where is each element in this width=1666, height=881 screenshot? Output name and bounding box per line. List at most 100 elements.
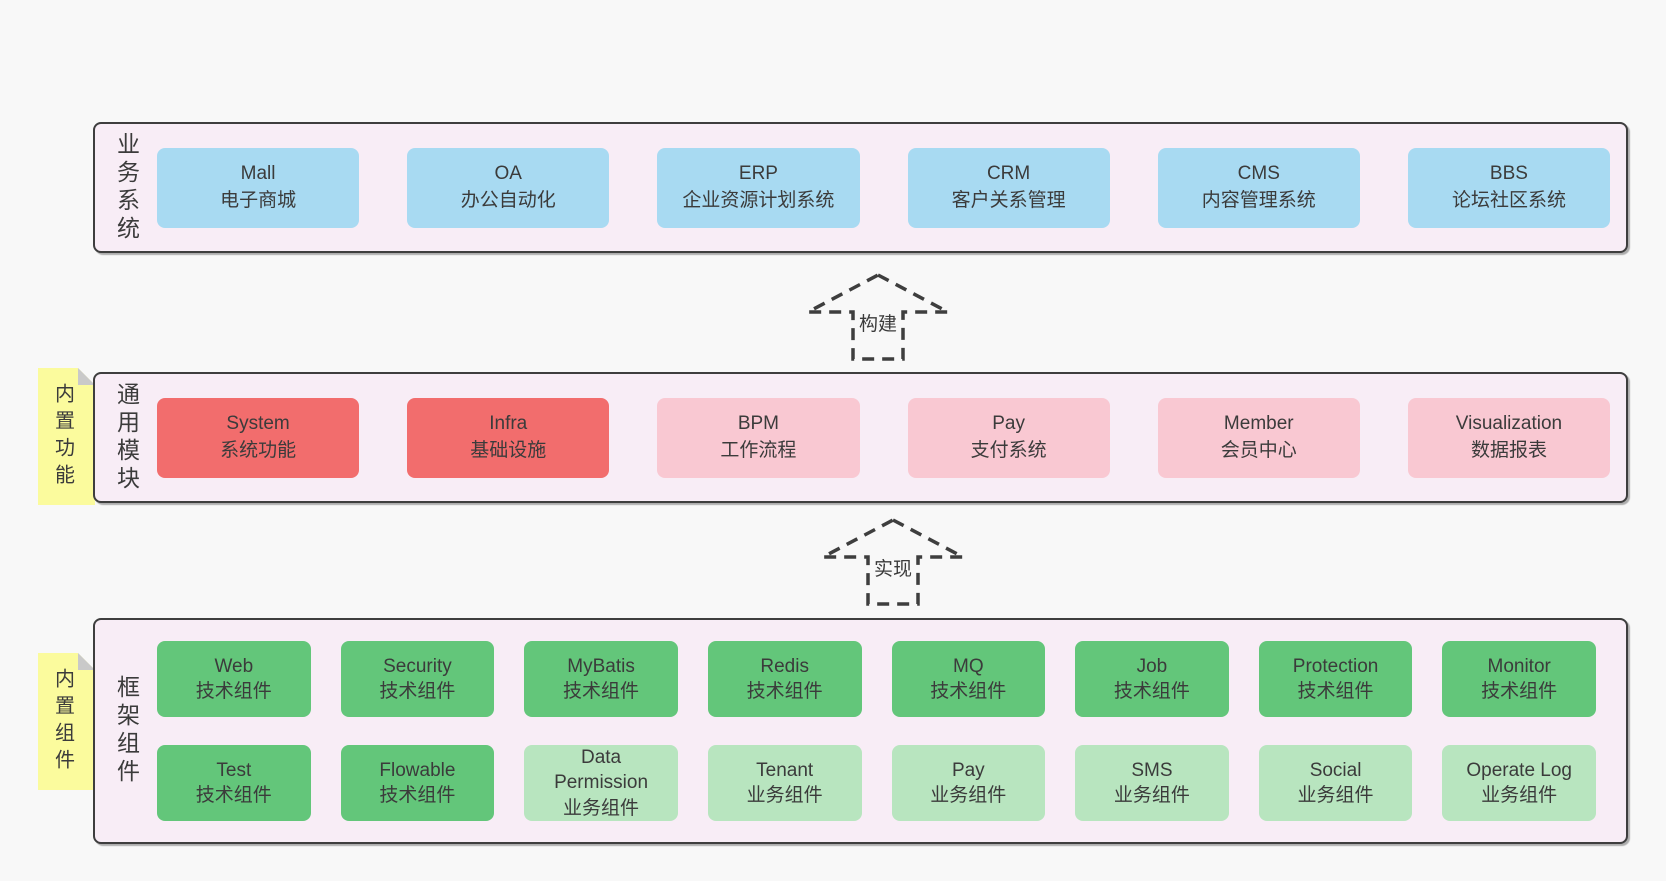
box-title: Tenant: [756, 759, 814, 781]
box-subtitle: 技术组件: [1481, 681, 1558, 702]
box-subtitle: 技术组件: [563, 681, 640, 702]
box-sms: SMS 业务组件: [1075, 745, 1229, 821]
box-operate-log: Operate Log 业务组件: [1442, 745, 1596, 821]
box-subtitle: 技术组件: [1113, 681, 1190, 702]
box-mq: MQ 技术组件: [891, 641, 1046, 717]
box-title: MQ: [953, 655, 984, 677]
box-title: System: [226, 412, 290, 434]
note-label: 内置功能: [51, 382, 74, 491]
box-title: Pay: [992, 412, 1025, 434]
section-label: 通用模块: [113, 381, 140, 494]
section-common-modules: 通用模块 System 系统功能 Infra 基础设施 BPM 工作流程 Pay 支付系统 Me…: [93, 372, 1628, 503]
arrow-build-outline: [807, 273, 949, 361]
box-subtitle: 数据报表: [1470, 439, 1547, 461]
box-subtitle: 技术组件: [379, 681, 456, 702]
note-built-in-components: 内置组件: [38, 653, 95, 790]
box-title: Monitor: [1487, 655, 1551, 677]
box-title: Test: [216, 759, 252, 781]
box-protection: Protection 技术组件: [1258, 641, 1413, 717]
arrow-implement-label: 实现: [874, 558, 912, 580]
box-title: MyBatis: [567, 655, 635, 677]
box-title: Job: [1136, 655, 1168, 677]
box-title: Visualization: [1455, 412, 1563, 434]
box-system: System 系统功能: [157, 397, 360, 478]
section-label: 业务系统: [113, 131, 140, 244]
box-monitor: Monitor 技术组件: [1442, 641, 1596, 717]
box-redis: Redis 技术组件: [707, 641, 862, 717]
box-title: Pay: [951, 759, 985, 781]
box-title: Social: [1309, 759, 1362, 781]
box-member: Member 会员中心: [1157, 397, 1360, 478]
box-test: Test 技术组件: [157, 745, 311, 821]
box-infra: Infra 基础设施: [407, 397, 610, 478]
box-mall: Mall 电子商城: [157, 147, 360, 228]
section-label-wrap: 框架组件: [95, 620, 157, 842]
box-title: Infra: [489, 412, 528, 434]
box-subtitle: 技术组件: [1297, 681, 1374, 702]
box-title: Protection: [1292, 655, 1379, 677]
box-subtitle: 电子商城: [220, 189, 297, 211]
box-subtitle: 技术组件: [930, 681, 1007, 702]
box-pay: Pay 业务组件: [891, 745, 1046, 821]
section-rows: System 系统功能 Infra 基础设施 BPM 工作流程 Pay 支付系统 Member 会…: [157, 374, 1611, 501]
section-label-wrap: 通用模块: [95, 374, 157, 501]
box-pay: Pay 支付系统: [907, 397, 1110, 478]
arrow-build: 构建: [807, 273, 949, 361]
box-subtitle: 技术组件: [379, 785, 456, 806]
box-title: Mall: [240, 162, 276, 184]
box-subtitle: 技术组件: [746, 681, 823, 702]
box-title: Security: [383, 655, 452, 677]
box-flowable: Flowable 技术组件: [340, 745, 495, 821]
box-subtitle: 业务组件: [1297, 785, 1374, 806]
box-title: OA: [494, 162, 522, 184]
section-label-wrap: 业务系统: [95, 124, 157, 251]
box-title: SMS: [1131, 759, 1173, 781]
box-subtitle: 支付系统: [970, 439, 1047, 461]
box-title: BPM: [737, 412, 780, 434]
box-subtitle: 技术组件: [195, 785, 272, 806]
box-title: Member: [1223, 412, 1294, 434]
box-crm: CRM 客户关系管理: [907, 147, 1110, 228]
box-mybatis: MyBatis 技术组件: [524, 641, 678, 717]
note-built-in-features: 内置功能: [38, 368, 95, 505]
box-subtitle: 客户关系管理: [951, 189, 1066, 211]
box-title: CRM: [986, 162, 1031, 184]
box-subtitle: 会员中心: [1220, 439, 1297, 461]
box-subtitle: 业务组件: [1481, 785, 1558, 806]
arrow-implement: 实现: [822, 518, 964, 606]
box-web: Web 技术组件: [157, 641, 311, 717]
box-security: Security 技术组件: [340, 641, 495, 717]
box-subtitle: 业务组件: [746, 785, 823, 806]
box-subtitle: 业务组件: [1113, 785, 1190, 806]
box-title: Web: [214, 655, 254, 677]
box-title: Flowable: [379, 759, 456, 781]
box-social: Social 业务组件: [1258, 745, 1413, 821]
arrow-build-label: 构建: [859, 313, 897, 335]
box-title: Redis: [760, 655, 809, 677]
section-label: 框架组件: [113, 675, 140, 787]
box-subtitle: 业务组件: [930, 785, 1007, 806]
box-subtitle: 论坛社区系统: [1451, 189, 1566, 211]
box-tenant: Tenant 业务组件: [707, 745, 862, 821]
box-title: Operate Log: [1466, 759, 1572, 781]
box-subtitle: 工作流程: [720, 439, 797, 461]
box-subtitle: 技术组件: [195, 681, 272, 702]
box-subtitle: 系统功能: [220, 439, 297, 461]
box-job: Job 技术组件: [1075, 641, 1229, 717]
box-subtitle: 基础设施: [470, 439, 547, 461]
box-subtitle: 内容管理系统: [1201, 189, 1316, 211]
box-row: System 系统功能 Infra 基础设施 BPM 工作流程 Pay 支付系统 Member 会…: [157, 397, 1611, 478]
box-title: ERP: [738, 162, 778, 184]
box-visualization: Visualization 数据报表: [1407, 397, 1611, 478]
